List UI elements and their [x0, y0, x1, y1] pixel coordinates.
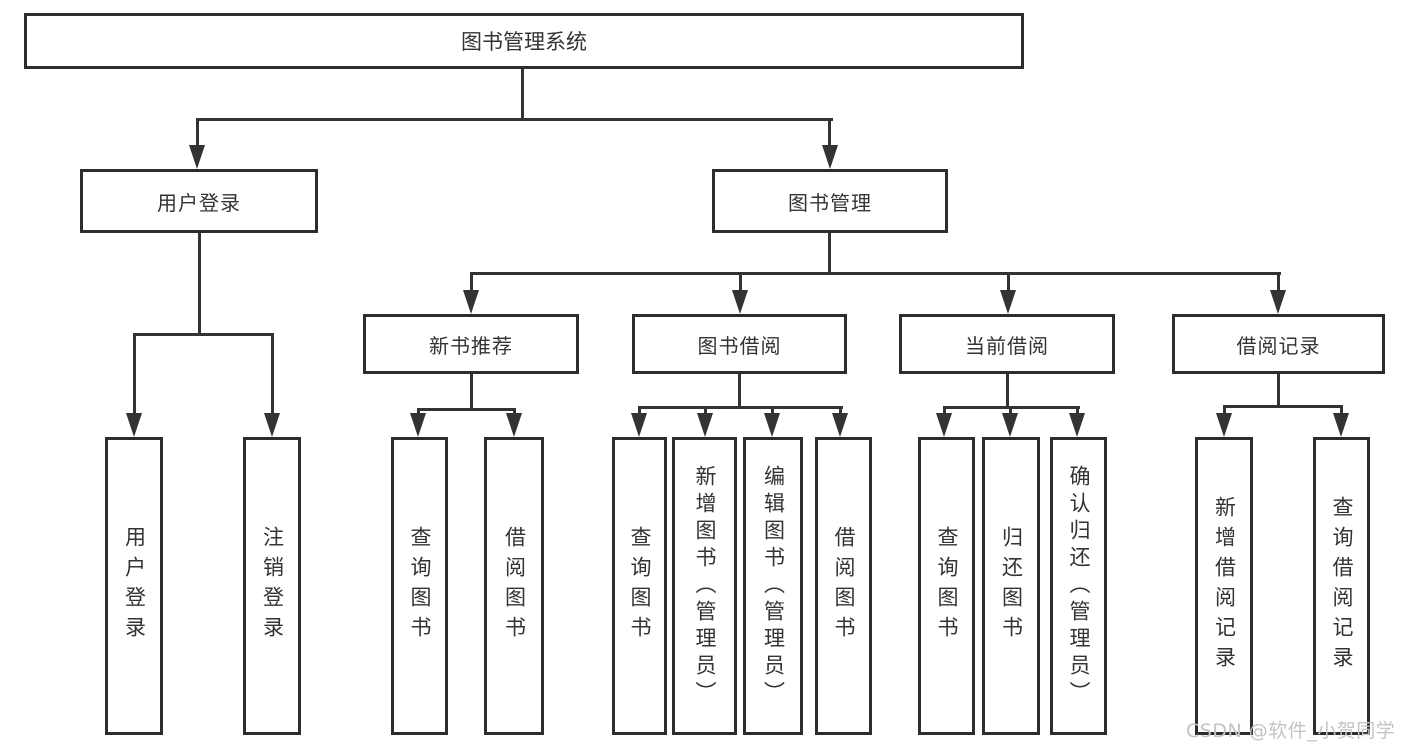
arrowhead-icon — [936, 413, 952, 437]
leaf-label: 编辑图书（管理员） — [761, 464, 786, 708]
leaf-logout: 注销登录 — [243, 437, 301, 735]
connector-line — [470, 374, 473, 410]
connector-line — [738, 374, 741, 408]
connector-line — [271, 333, 274, 415]
connector-line — [1277, 272, 1280, 292]
leaf-user-login: 用户登录 — [105, 437, 163, 735]
leaf-borrow-books: 借阅图书 — [815, 437, 872, 735]
leaf-label: 借阅图书 — [502, 526, 527, 646]
connector-line — [1223, 405, 1343, 408]
leaf-borrow-books-recommend: 借阅图书 — [484, 437, 544, 735]
node-new-book-recommend: 新书推荐 — [363, 314, 579, 374]
connector-line — [196, 118, 199, 148]
leaf-confirm-return-admin: 确认归还（管理员） — [1050, 437, 1107, 735]
arrowhead-icon — [697, 413, 713, 437]
connector-line — [638, 406, 641, 415]
node-book-borrowing: 图书借阅 — [632, 314, 847, 374]
leaf-label: 查询借阅记录 — [1330, 496, 1354, 676]
arrowhead-icon — [463, 290, 479, 314]
node-current-borrowing: 当前借阅 — [899, 314, 1115, 374]
arrowhead-icon — [822, 145, 838, 169]
connector-line — [133, 333, 136, 415]
arrowhead-icon — [189, 145, 205, 169]
leaf-edit-books-admin: 编辑图书（管理员） — [743, 437, 803, 735]
leaf-query-borrow-record: 查询借阅记录 — [1313, 437, 1370, 735]
leaf-label: 借阅图书 — [832, 526, 856, 646]
connector-line — [198, 233, 201, 335]
connector-line — [828, 233, 831, 274]
connector-line — [1223, 405, 1226, 415]
connector-line — [1277, 374, 1280, 407]
node-label: 当前借阅 — [965, 333, 1049, 358]
node-label: 用户登录 — [157, 190, 241, 215]
connector-line — [739, 272, 742, 292]
leaf-label: 归还图书 — [999, 526, 1024, 646]
connector-line — [513, 408, 516, 416]
arrowhead-icon — [631, 413, 647, 437]
connector-line — [1006, 374, 1009, 408]
arrowhead-icon — [732, 290, 748, 314]
leaf-label: 用户登录 — [122, 526, 147, 646]
leaf-label: 注销登录 — [260, 526, 285, 646]
connector-line — [704, 406, 707, 415]
connector-line — [1007, 272, 1010, 292]
connector-line — [133, 333, 274, 336]
leaf-return-books: 归还图书 — [982, 437, 1040, 735]
connector-line — [196, 118, 833, 121]
leaf-add-borrow-record: 新增借阅记录 — [1195, 437, 1253, 735]
node-library-system: 图书管理系统 — [24, 13, 1024, 69]
leaf-label: 查询图书 — [628, 526, 652, 646]
leaf-label: 新增图书（管理员） — [693, 464, 717, 708]
connector-line — [943, 406, 946, 415]
node-book-management: 图书管理 — [712, 169, 948, 233]
connector-line — [1009, 406, 1012, 415]
node-label: 图书借阅 — [697, 333, 782, 358]
leaf-query-books-borrowing: 查询图书 — [612, 437, 667, 735]
leaf-add-books-admin: 新增图书（管理员） — [672, 437, 737, 735]
node-label: 借阅记录 — [1236, 333, 1321, 358]
arrowhead-icon — [1069, 413, 1085, 437]
leaf-label: 查询图书 — [935, 526, 959, 646]
node-label: 图书管理系统 — [461, 30, 587, 54]
leaf-label: 查询图书 — [408, 526, 432, 646]
node-label: 图书管理 — [788, 190, 872, 215]
leaf-query-books-recommend: 查询图书 — [391, 437, 448, 735]
node-user-login: 用户登录 — [80, 169, 318, 233]
connector-line — [1076, 406, 1079, 415]
arrowhead-icon — [832, 413, 848, 437]
connector-line — [638, 406, 843, 409]
connector-line — [417, 408, 516, 411]
arrowhead-icon — [126, 413, 142, 437]
connector-line — [470, 272, 473, 292]
leaf-label: 新增借阅记录 — [1212, 496, 1237, 676]
leaf-query-books-current: 查询图书 — [918, 437, 975, 735]
connector-line — [521, 69, 524, 121]
connector-line — [417, 408, 420, 416]
arrowhead-icon — [1216, 413, 1232, 437]
arrowhead-icon — [1333, 413, 1349, 437]
arrowhead-icon — [264, 413, 280, 437]
connector-line — [1340, 405, 1343, 415]
arrowhead-icon — [410, 413, 426, 437]
leaf-label: 确认归还（管理员） — [1067, 464, 1091, 708]
arrowhead-icon — [506, 413, 522, 437]
connector-line — [828, 118, 831, 148]
connector-line — [771, 406, 774, 415]
arrowhead-icon — [1002, 413, 1018, 437]
arrowhead-icon — [764, 413, 780, 437]
csdn-watermark: CSDN @软件_小贺同学 — [1186, 720, 1396, 742]
node-borrowing-records: 借阅记录 — [1172, 314, 1385, 374]
connector-line — [839, 406, 842, 415]
connector-line — [470, 272, 1281, 275]
node-label: 新书推荐 — [429, 333, 513, 358]
arrowhead-icon — [1270, 290, 1286, 314]
arrowhead-icon — [1000, 290, 1016, 314]
